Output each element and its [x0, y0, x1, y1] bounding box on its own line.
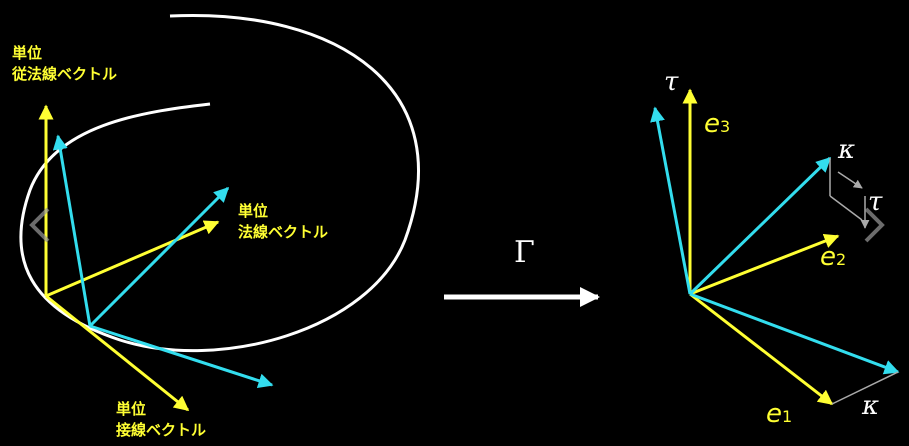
- e2-letter: e: [820, 242, 836, 272]
- e2-arrow: [689, 233, 840, 296]
- tau-guide-e2: [829, 195, 863, 221]
- previous-slide-button[interactable]: [22, 203, 56, 247]
- e1-subscript: 1: [782, 407, 792, 426]
- tangent-label-line1: 単位: [116, 400, 146, 418]
- e1-arrow: [689, 292, 834, 406]
- cyan-normal-arrow: [88, 186, 230, 328]
- tau-mid-label: τ: [868, 187, 883, 217]
- tau-top-label: τ: [664, 67, 679, 97]
- kappa-bottom-label: κ: [861, 391, 879, 421]
- space-curve: [19, 13, 420, 353]
- cyan-tangent-arrow: [89, 324, 274, 388]
- kappa-mid-label: κ: [837, 135, 855, 165]
- de3-arrow: [650, 106, 692, 295]
- de2-arrow: [688, 156, 832, 296]
- tangent-label-line2: 接線ベクトル: [116, 421, 206, 439]
- e3-letter: e: [704, 109, 720, 139]
- e3-label: e3: [704, 109, 730, 139]
- de1-arrow: [689, 292, 900, 375]
- chevron-left-icon: [29, 207, 50, 243]
- cyan-binormal-arrow: [52, 134, 92, 327]
- binormal-label-line1: 単位: [12, 44, 42, 62]
- e3-subscript: 3: [720, 117, 730, 136]
- chevron-right-icon: [864, 207, 885, 243]
- gamma-symbol: Γ: [514, 235, 535, 270]
- kappa-component-arrow: [837, 171, 863, 189]
- e1-letter: e: [766, 399, 782, 429]
- kappa-guide-e1: [831, 371, 899, 405]
- e2-label: e2: [820, 242, 846, 272]
- normal-label-line1: 単位: [238, 202, 268, 220]
- tangent-vector-arrow: [45, 294, 190, 412]
- next-slide-button[interactable]: [858, 203, 892, 247]
- e2-subscript: 2: [836, 250, 846, 269]
- e1-label: e1: [766, 399, 792, 429]
- binormal-label-line2: 従法線ベクトル: [11, 65, 117, 83]
- normal-vector-arrow: [45, 220, 220, 298]
- normal-label-line2: 法線ベクトル: [238, 223, 328, 241]
